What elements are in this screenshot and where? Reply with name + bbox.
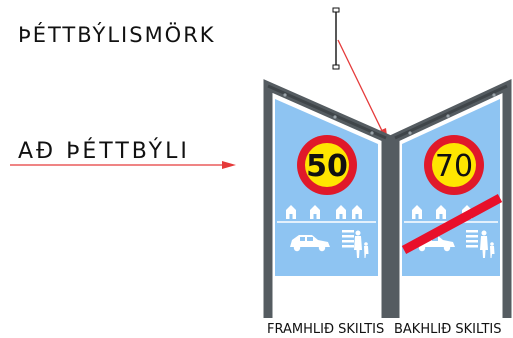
back-sign: 70 [390,78,512,318]
end-of-zone-strike [401,194,503,254]
callout-marker [332,7,340,70]
crosswalk-icon [466,230,478,248]
house-icon [286,205,362,219]
front-speed-value: 50 [306,149,348,184]
pedestrian-icon [480,230,495,258]
diagram-title: ÞÉTTBÝLISMÖRK [18,22,216,47]
back-sign-caption: BAKHLIÐ SKILTIS [394,322,502,337]
front-speed-limit-sign: 50 [297,135,357,195]
direction-arrow [10,161,236,169]
crosswalk-icon [342,230,354,248]
car-icon [290,235,330,252]
front-sign: 50 [263,79,391,318]
back-speed-value: 70 [435,149,473,184]
back-speed-limit-sign: 70 [424,135,484,195]
front-sign-caption: FRAMHLIÐ SKILTIS [267,322,384,337]
direction-label: AÐ ÞÉTTBÝLI [18,138,190,164]
pedestrian-icon [354,230,369,258]
